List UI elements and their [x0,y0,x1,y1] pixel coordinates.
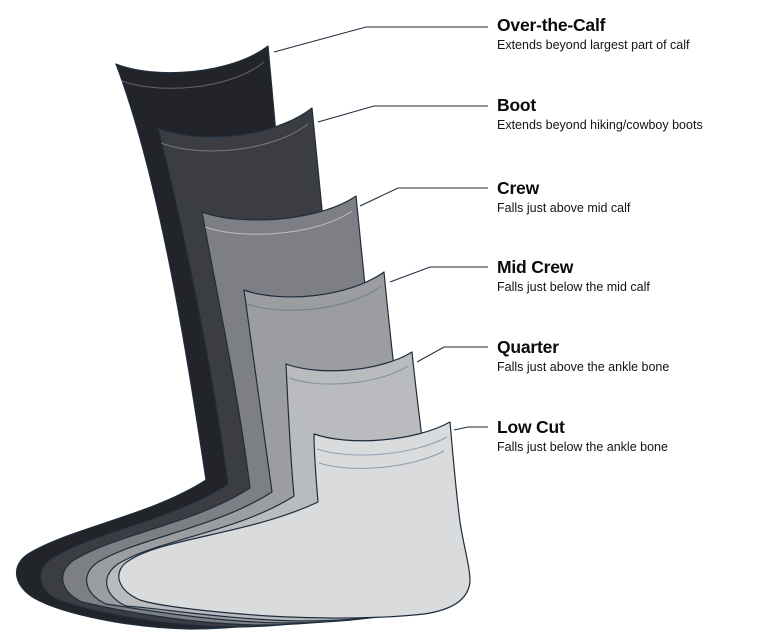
label-quarter: Quarter Falls just above the ankle bone [497,337,755,375]
label-crew: Crew Falls just above mid calf [497,178,755,216]
label-title-boot: Boot [497,95,537,115]
cuff-line-mid-crew [246,286,381,311]
cuff-line-over-the-calf [118,61,265,89]
cuff-line-quarter [288,365,409,385]
label-title-low-cut: Low Cut [497,417,565,437]
label-over-the-calf: Over-the-Calf Extends beyond largest par… [497,15,755,53]
label-desc-boot: Extends beyond hiking/cowboy boots [497,118,703,132]
cuff-line-crew [204,210,353,235]
label-title-mid-crew: Mid Crew [497,257,574,277]
label-desc-mid-crew: Falls just below the mid calf [497,280,650,294]
callout-line-low-cut [453,426,488,431]
cuff-line-low-cut [316,436,448,456]
label-title-crew: Crew [497,178,539,198]
callout-line-boot [317,105,488,123]
callout-line-crew [359,187,488,207]
label-title-quarter: Quarter [497,337,559,357]
callout-line-over-the-calf [273,26,488,53]
sock-low-cut [118,421,471,619]
label-desc-crew: Falls just above mid calf [497,201,631,215]
label-mid-crew: Mid Crew Falls just below the mid calf [497,257,755,295]
label-title-over-the-calf: Over-the-Calf [497,15,606,35]
cuff-band-low-cut [318,450,445,469]
callout-line-mid-crew [389,266,488,283]
cuff-line-boot [160,123,309,152]
label-desc-low-cut: Falls just below the ankle bone [497,440,668,454]
callout-line-quarter [416,346,488,363]
label-desc-over-the-calf: Extends beyond largest part of calf [497,38,690,52]
label-boot: Boot Extends beyond hiking/cowboy boots [497,95,755,133]
label-low-cut: Low Cut Falls just below the ankle bone [497,417,755,455]
label-desc-quarter: Falls just above the ankle bone [497,360,670,374]
